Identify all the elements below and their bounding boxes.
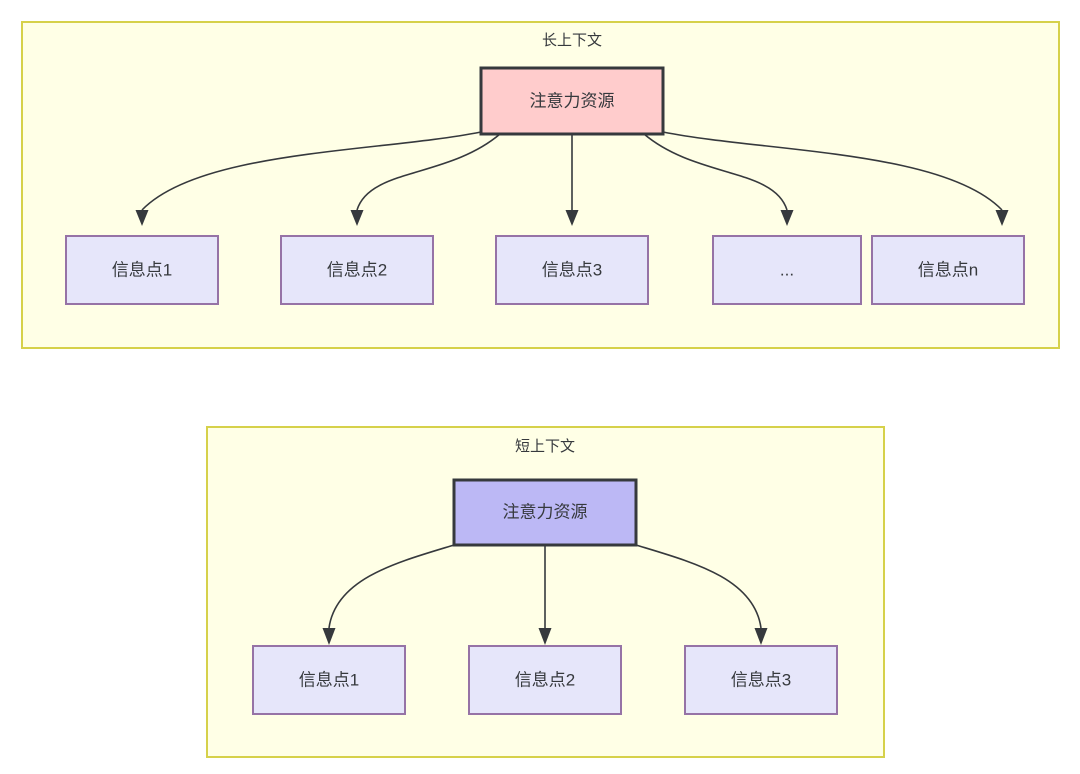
- node-info-point-short-2[interactable]: 信息点2: [468, 645, 622, 715]
- arrow-head-leaf-5: [995, 210, 1009, 226]
- node-info-point-long-2[interactable]: 信息点2: [280, 235, 434, 305]
- node-info-point-long-n[interactable]: 信息点n: [871, 235, 1025, 305]
- arrow-head-leaf-3: [565, 210, 579, 226]
- edge-root-to-leaf-5: [662, 131, 1003, 211]
- section-long-context: 长上下文 注意力资源 信息: [21, 21, 1060, 349]
- section-short-context: 短上下文 注意力资源 信息点1 信息点2: [206, 426, 885, 758]
- node-rect-info-point-long-1[interactable]: [65, 235, 219, 305]
- node-rect-info-point-long-2[interactable]: [280, 235, 434, 305]
- node-rect-info-point-long-ellipsis[interactable]: [712, 235, 862, 305]
- edge-root-to-leaf-1: [141, 131, 482, 211]
- node-label-info-point-long-n: 信息点n: [918, 260, 978, 279]
- node-label-info-point-long-ellipsis: ...: [780, 260, 794, 279]
- container-title-short-context: 短上下文: [515, 438, 575, 455]
- node-rect-attention-resource-short[interactable]: [452, 478, 638, 547]
- node-rect-info-point-short-3[interactable]: [684, 645, 838, 715]
- node-label-info-point-long-3: 信息点3: [542, 260, 602, 279]
- arrow-head-short-leaf-2: [538, 628, 552, 645]
- node-label-attention-resource-long: 注意力资源: [530, 91, 615, 110]
- node-info-point-long-ellipsis[interactable]: ...: [712, 235, 862, 305]
- edge-root-to-leaf-4: [643, 133, 788, 211]
- edges-short-context: [322, 544, 768, 645]
- edge-root-to-leaf-short-1: [328, 544, 455, 629]
- node-rect-info-point-short-1[interactable]: [252, 645, 406, 715]
- node-info-point-long-1[interactable]: 信息点1: [65, 235, 219, 305]
- node-label-info-point-short-3: 信息点3: [731, 670, 791, 689]
- node-label-info-point-long-1: 信息点1: [112, 260, 172, 279]
- node-attention-resource-long[interactable]: 注意力资源: [479, 66, 665, 136]
- node-info-point-long-3[interactable]: 信息点3: [495, 235, 649, 305]
- node-rect-attention-resource-long[interactable]: [479, 66, 665, 136]
- edge-root-to-leaf-2: [356, 133, 501, 211]
- arrow-head-short-leaf-3: [754, 628, 768, 645]
- node-label-info-point-short-1: 信息点1: [299, 670, 359, 689]
- node-label-attention-resource-short: 注意力资源: [503, 502, 588, 521]
- arrow-head-leaf-1: [135, 210, 149, 226]
- node-attention-resource-short[interactable]: 注意力资源: [452, 478, 638, 547]
- container-title-long-context: 长上下文: [542, 32, 602, 49]
- arrow-head-leaf-2: [350, 210, 364, 226]
- edges-long-context: [135, 131, 1009, 226]
- node-info-point-short-1[interactable]: 信息点1: [252, 645, 406, 715]
- edge-root-to-leaf-short-3: [635, 544, 762, 629]
- node-label-info-point-short-2: 信息点2: [515, 670, 575, 689]
- node-rect-info-point-short-2[interactable]: [468, 645, 622, 715]
- node-label-info-point-long-2: 信息点2: [327, 260, 387, 279]
- node-rect-info-point-long-n[interactable]: [871, 235, 1025, 305]
- node-info-point-short-3[interactable]: 信息点3: [684, 645, 838, 715]
- arrow-head-short-leaf-1: [322, 628, 336, 645]
- arrow-head-leaf-4: [780, 210, 794, 226]
- node-rect-info-point-long-3[interactable]: [495, 235, 649, 305]
